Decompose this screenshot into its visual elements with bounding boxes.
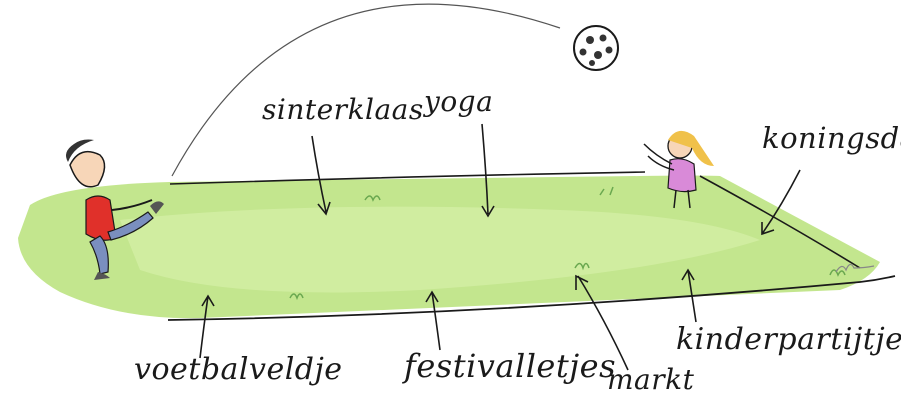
grass-highlight [120, 206, 760, 293]
label-markt: markt [607, 363, 695, 396]
ball-trajectory [171, 3, 561, 177]
annotation-arrows [199, 123, 801, 371]
arrow-markt [575, 274, 629, 371]
arrow-festivalletjes [425, 290, 441, 351]
arrow-kinderpartijtjes [681, 268, 697, 323]
arrow-yoga [481, 123, 495, 218]
label-voetbalveldje: voetbalveldje [134, 352, 343, 387]
boy-figure [66, 139, 164, 280]
field-bottom-line [167, 275, 896, 321]
field-right-line [699, 175, 861, 269]
label-festivalletjes: festivalletjes [404, 347, 616, 385]
arrow-sinterklaas [311, 135, 331, 216]
label-kinderpartijtjes: kinderpartijtjes [676, 322, 901, 357]
field-edge-scribble [835, 263, 875, 273]
field-top-line [169, 171, 646, 185]
label-yoga: yoga [424, 85, 494, 118]
arrow-voetbalveldje [199, 294, 215, 359]
label-sinterklaas: sinterklaas [262, 93, 424, 126]
grass-tufts [289, 186, 846, 301]
soccer-ball-icon [573, 25, 619, 71]
arrow-koningsdag [761, 169, 801, 236]
label-koningsdag: koningsdag [762, 121, 901, 155]
girl-figure [643, 130, 714, 209]
